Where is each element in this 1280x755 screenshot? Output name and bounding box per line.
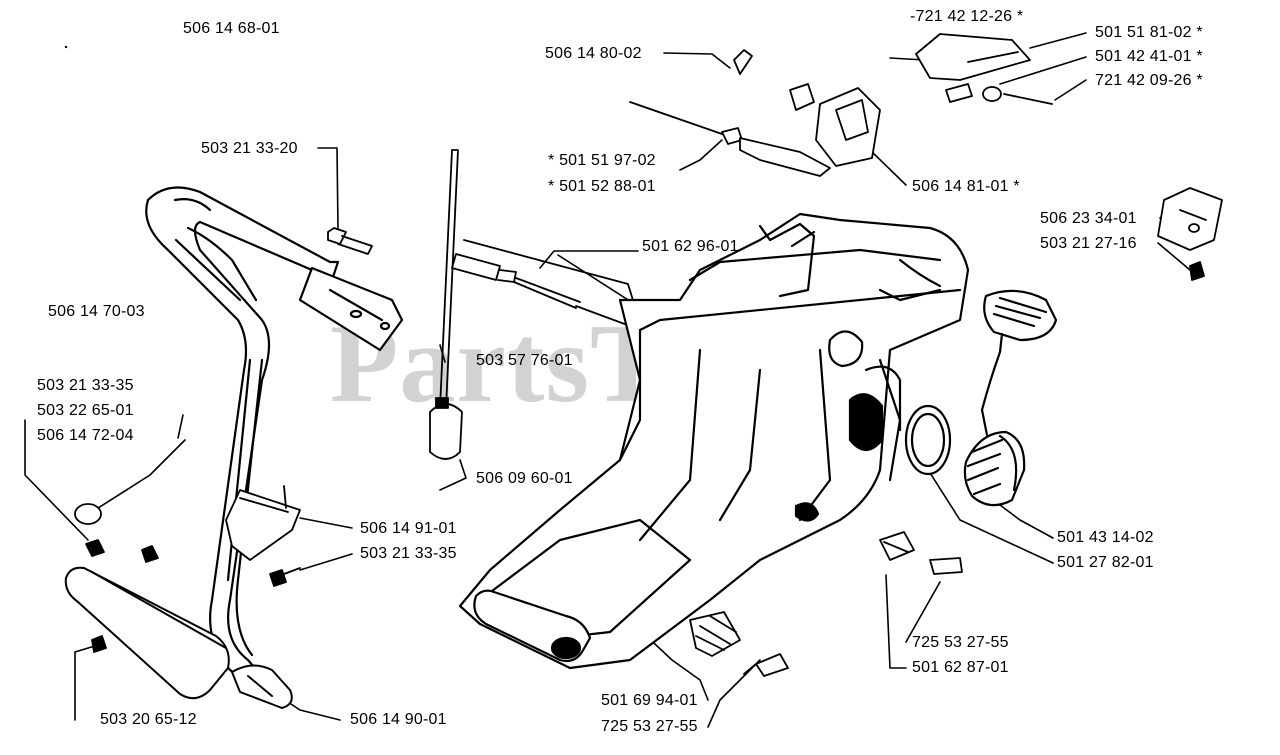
part-label-725532755-b: 725 53 27-55 (601, 718, 698, 735)
part-label-501431402: 501 43 14-02 (1057, 529, 1154, 546)
part-label-501424101: 501 42 41-01 * (1095, 48, 1203, 65)
part-label-506149101: 506 14 91-01 (360, 520, 457, 537)
part-label-506149001: 506 14 90-01 (350, 711, 447, 728)
part-label-503213320: 503 21 33-20 (201, 140, 298, 157)
part-label-506096001: 506 09 60-01 (476, 470, 573, 487)
part-label-506146801: 506 14 68-01 (183, 20, 280, 37)
part-label-506147003: 506 14 70-03 (48, 303, 145, 320)
part-label-503226501: 503 22 65-01 (37, 402, 134, 419)
fuel-pickup (429, 149, 463, 460)
rear-handle-base (64, 566, 293, 709)
part-label-506147204: 506 14 72-04 (37, 427, 134, 444)
tank-caps (904, 289, 1058, 507)
part-label-503206512: 503 20 65-12 (100, 711, 197, 728)
part-label-501628701: 501 62 87-01 (912, 659, 1009, 676)
part-label-503577601: 503 57 76-01 (476, 352, 573, 369)
part-label-501278201: 501 27 82-01 (1057, 554, 1154, 571)
front-handle (145, 186, 404, 682)
part-label-725532755-a: 725 53 27-55 (912, 634, 1009, 651)
crankcase (458, 212, 970, 670)
part-label-506148002: 506 14 80-02 (545, 45, 642, 62)
small-parts-left (74, 503, 301, 653)
part-label-503212716: 503 21 27-16 (1040, 235, 1137, 252)
part-label-501528801: * 501 52 88-01 (548, 178, 656, 195)
bracket-506233401 (1157, 187, 1223, 281)
bracket-506149101 (225, 485, 301, 561)
part-label-721421226: -721 42 12-26 * (910, 8, 1024, 25)
part-label-501629601: 501 62 96-01 (642, 238, 739, 255)
part-label-501519702: * 501 51 97-02 (548, 152, 656, 169)
plunger-501629601 (451, 239, 637, 327)
part-label-506233401: 506 23 34-01 (1040, 210, 1137, 227)
throttle-parts (629, 33, 1053, 177)
bolt-503213320 (327, 227, 373, 255)
part-label-501699401: 501 69 94-01 (601, 692, 698, 709)
part-label-501518102: 501 51 81-02 * (1095, 24, 1203, 41)
part-label-721420926: 721 42 09-26 * (1095, 72, 1203, 89)
part-label-506148101: 506 14 81-01 * (912, 178, 1020, 195)
small-parts-bottom (689, 531, 963, 677)
part-label-503213335-b: 503 21 33-35 (360, 545, 457, 562)
part-label-503213335-a: 503 21 33-35 (37, 377, 134, 394)
